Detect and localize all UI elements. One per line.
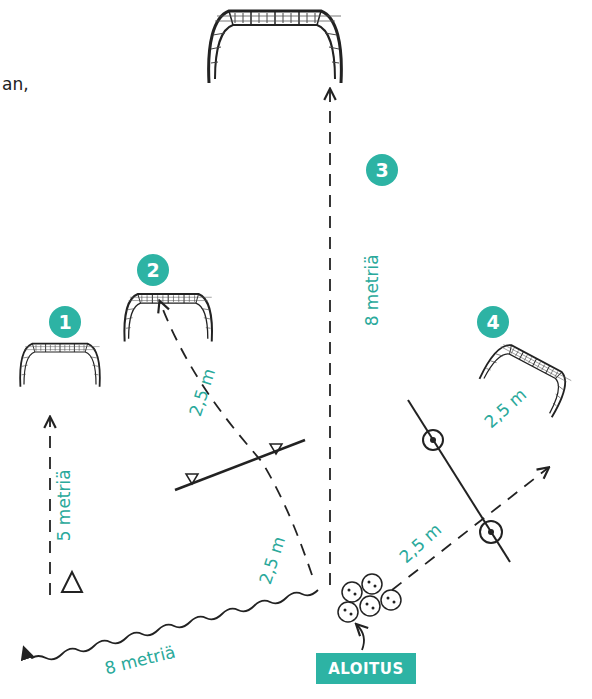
distance-label: 5 metriä bbox=[55, 469, 74, 541]
bench-foot bbox=[270, 444, 282, 454]
distance-label: 2,5 m bbox=[186, 366, 219, 418]
distance-label: 2,5 m bbox=[481, 385, 530, 432]
start-box: ALOITUS bbox=[316, 653, 416, 684]
goal bbox=[124, 294, 212, 342]
pass-path bbox=[392, 468, 548, 590]
stick-marker bbox=[480, 521, 502, 543]
callout-text: 4 bbox=[486, 313, 499, 332]
pass-path bbox=[160, 302, 312, 575]
callout-number: 1 bbox=[49, 306, 81, 338]
callout-text: 3 bbox=[375, 161, 388, 180]
bench bbox=[175, 440, 305, 490]
callout-text: 2 bbox=[146, 261, 159, 280]
run-path bbox=[49, 418, 51, 595]
cut-text: an, bbox=[2, 75, 29, 94]
goal bbox=[20, 344, 100, 387]
run-path bbox=[329, 90, 331, 585]
bench-foot bbox=[186, 474, 198, 484]
goal bbox=[209, 11, 342, 83]
pointer bbox=[357, 625, 364, 650]
cone bbox=[62, 572, 82, 592]
distance-label: 2,5 m bbox=[396, 520, 445, 567]
callout-text: 1 bbox=[58, 313, 71, 332]
distance-label: 8 metriä bbox=[103, 642, 177, 678]
callout-number: 2 bbox=[137, 254, 169, 286]
callout-number: 3 bbox=[366, 154, 398, 186]
stick-marker bbox=[423, 430, 443, 450]
start-label: ALOITUS bbox=[328, 660, 404, 678]
callout-number: 4 bbox=[477, 306, 509, 338]
distance-label: 8 metriä bbox=[363, 254, 382, 326]
distance-label: 2,5 m bbox=[256, 534, 289, 586]
balls bbox=[338, 574, 401, 622]
